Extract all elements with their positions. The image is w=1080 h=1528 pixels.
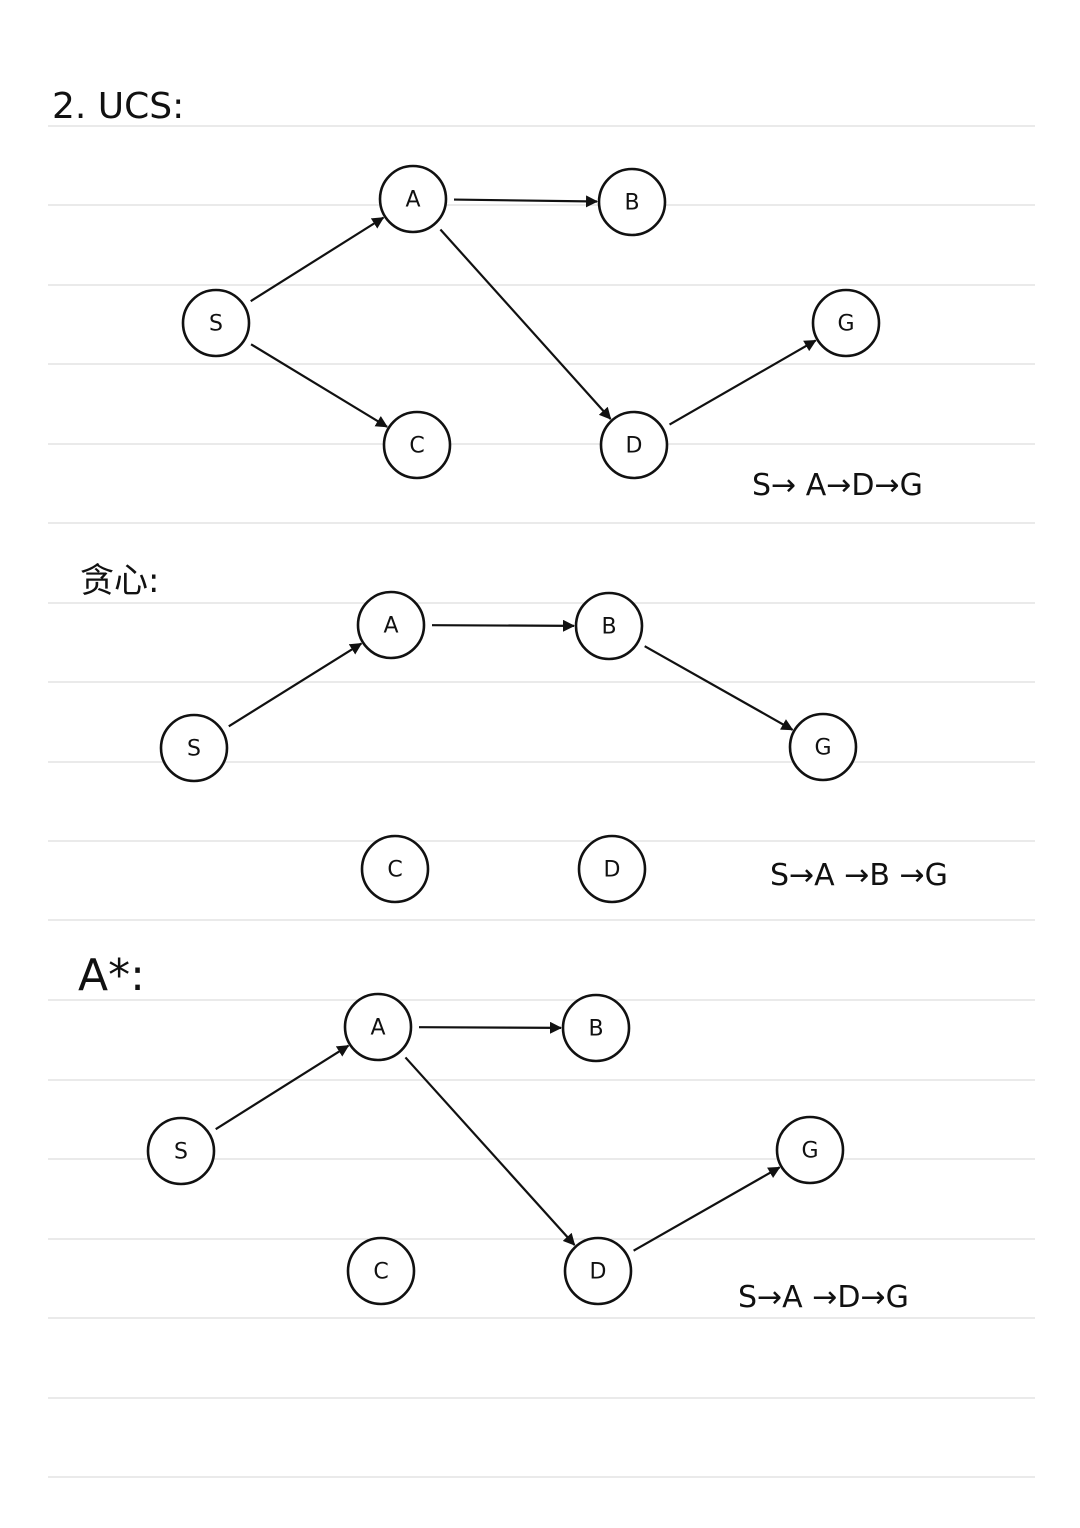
node-s: S: [159, 713, 229, 783]
edge-d-to-g: [668, 339, 817, 426]
node-circle: [346, 1236, 416, 1306]
section-heading: A*:: [78, 950, 145, 1001]
edge-s-to-a: [228, 642, 363, 728]
section-greedy: 贪心: S A B C D G S→A →B →G: [80, 561, 948, 904]
node-label: S: [187, 737, 201, 762]
edge-s-to-a: [215, 1044, 350, 1131]
diagram-sections: 2. UCS: S A B C D G S→ A→D→G 贪心: S A B C D G S→A →B →G A…: [52, 86, 948, 1315]
node-circle: [788, 712, 858, 782]
edge-a-to-d: [404, 1056, 576, 1246]
node-label: D: [626, 434, 643, 459]
node-c: C: [382, 410, 452, 480]
node-circle: [563, 1236, 633, 1306]
result-path: S→A →B →G: [770, 858, 948, 893]
node-b: B: [561, 993, 631, 1063]
node-circle: [574, 591, 644, 661]
node-circle: [811, 288, 881, 358]
node-label: D: [604, 858, 621, 883]
edge-a-to-b: [418, 1021, 563, 1034]
node-label: G: [837, 312, 854, 337]
node-circle: [382, 410, 452, 480]
section-astar: A*: S A B C D G S→A →D→G: [78, 950, 909, 1315]
node-circle: [597, 167, 667, 237]
node-a: A: [356, 590, 426, 660]
node-label: G: [814, 736, 831, 761]
node-c: C: [360, 834, 430, 904]
edge-a-to-b: [453, 195, 599, 208]
node-a: A: [343, 992, 413, 1062]
node-g: G: [775, 1115, 845, 1185]
section-ucs: 2. UCS: S A B C D G S→ A→D→G: [52, 86, 923, 503]
node-circle: [360, 834, 430, 904]
node-label: C: [409, 434, 424, 459]
result-path: S→ A→D→G: [752, 468, 923, 503]
edge-s-to-a: [250, 216, 385, 303]
node-circle: [599, 410, 669, 480]
node-d: D: [577, 834, 647, 904]
node-s: S: [181, 288, 251, 358]
node-label: S: [209, 312, 223, 337]
section-heading: 贪心:: [80, 561, 159, 601]
node-circle: [561, 993, 631, 1063]
node-label: S: [174, 1140, 188, 1165]
node-label: B: [624, 191, 639, 216]
node-d: D: [599, 410, 669, 480]
node-label: D: [590, 1260, 607, 1285]
node-label: G: [801, 1139, 818, 1164]
edge-d-to-g: [633, 1166, 781, 1252]
node-label: B: [588, 1017, 603, 1042]
node-g: G: [788, 712, 858, 782]
node-label: A: [405, 188, 420, 213]
edge-a-to-d: [439, 228, 612, 420]
edge-b-to-g: [644, 645, 794, 731]
node-b: B: [574, 591, 644, 661]
edge-a-to-b: [431, 619, 576, 632]
node-label: A: [383, 614, 398, 639]
node-circle: [343, 992, 413, 1062]
node-a: A: [378, 164, 448, 234]
node-label: B: [601, 615, 616, 640]
node-g: G: [811, 288, 881, 358]
node-label: C: [387, 858, 402, 883]
edge-s-to-c: [250, 343, 388, 428]
node-circle: [159, 713, 229, 783]
node-circle: [577, 834, 647, 904]
node-s: S: [146, 1116, 216, 1186]
node-circle: [146, 1116, 216, 1186]
ruled-lines: [48, 125, 1035, 1478]
node-d: D: [563, 1236, 633, 1306]
node-c: C: [346, 1236, 416, 1306]
node-circle: [181, 288, 251, 358]
section-heading: 2. UCS:: [52, 86, 184, 127]
node-b: B: [597, 167, 667, 237]
node-label: A: [370, 1016, 385, 1041]
result-path: S→A →D→G: [738, 1280, 909, 1315]
node-circle: [378, 164, 448, 234]
node-circle: [356, 590, 426, 660]
node-label: C: [373, 1260, 388, 1285]
node-circle: [775, 1115, 845, 1185]
